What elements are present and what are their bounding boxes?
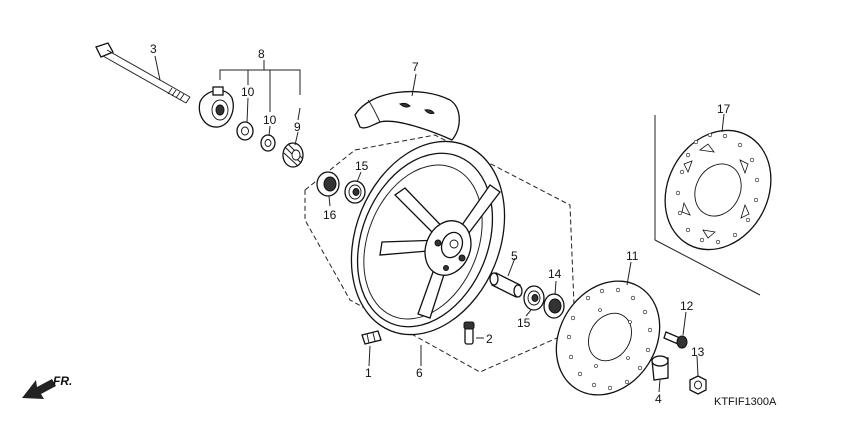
leader-lines: [154, 55, 725, 393]
callout-13: 13: [691, 345, 705, 359]
callout-2: 2: [486, 332, 493, 346]
bearing-15-left: [344, 180, 366, 204]
distance-collar-5: [489, 272, 523, 298]
axle-nut-13: [689, 375, 707, 395]
callout-12: 12: [680, 299, 694, 313]
callout-3: 3: [150, 42, 157, 56]
tire-7: [354, 90, 460, 141]
axle-collar-4: [651, 355, 669, 381]
callout-15-left: 15: [355, 159, 369, 173]
callout-11: 11: [626, 249, 639, 263]
callout-1: 1: [365, 366, 372, 380]
assembly-boundary: [304, 134, 576, 373]
dust-seal-14: [543, 293, 565, 319]
speedometer-gear-9: [282, 142, 304, 168]
callout-8: 8: [258, 47, 265, 61]
brake-disc-11: [555, 280, 661, 396]
washer-10a: [236, 121, 254, 141]
front-direction-arrow: FR.: [22, 374, 72, 399]
tire-valve-2: [463, 321, 475, 345]
callout-4: 4: [655, 392, 662, 406]
axle-bolt-3: [95, 42, 191, 104]
callout-labels: 3 8 10 10 9 7 15 16 5 14 15 11 12 13 4 1…: [150, 42, 731, 406]
brake-disc-17: [654, 115, 772, 296]
callout-16: 16: [323, 208, 337, 222]
callout-17: 17: [717, 102, 731, 116]
callout-10-upper: 10: [241, 85, 255, 99]
callout-7: 7: [412, 60, 419, 74]
disc-bolt-12: [663, 331, 688, 349]
diagram-code: KTFIF1300A: [714, 396, 777, 408]
callout-5: 5: [511, 249, 518, 263]
bearing-15-right: [523, 285, 545, 311]
front-direction-label: FR.: [53, 374, 72, 388]
dust-seal-16: [316, 171, 340, 197]
callout-6: 6: [416, 366, 423, 380]
speedometer-gearbox-8: [198, 86, 234, 128]
balance-weight-1: [361, 330, 382, 345]
washer-10b: [260, 134, 276, 152]
callout-10-lower: 10: [263, 113, 277, 127]
callout-14: 14: [548, 267, 562, 281]
callout-9: 9: [294, 120, 301, 134]
callout-15-right: 15: [517, 316, 531, 330]
wheel-rim-6: [350, 140, 506, 336]
